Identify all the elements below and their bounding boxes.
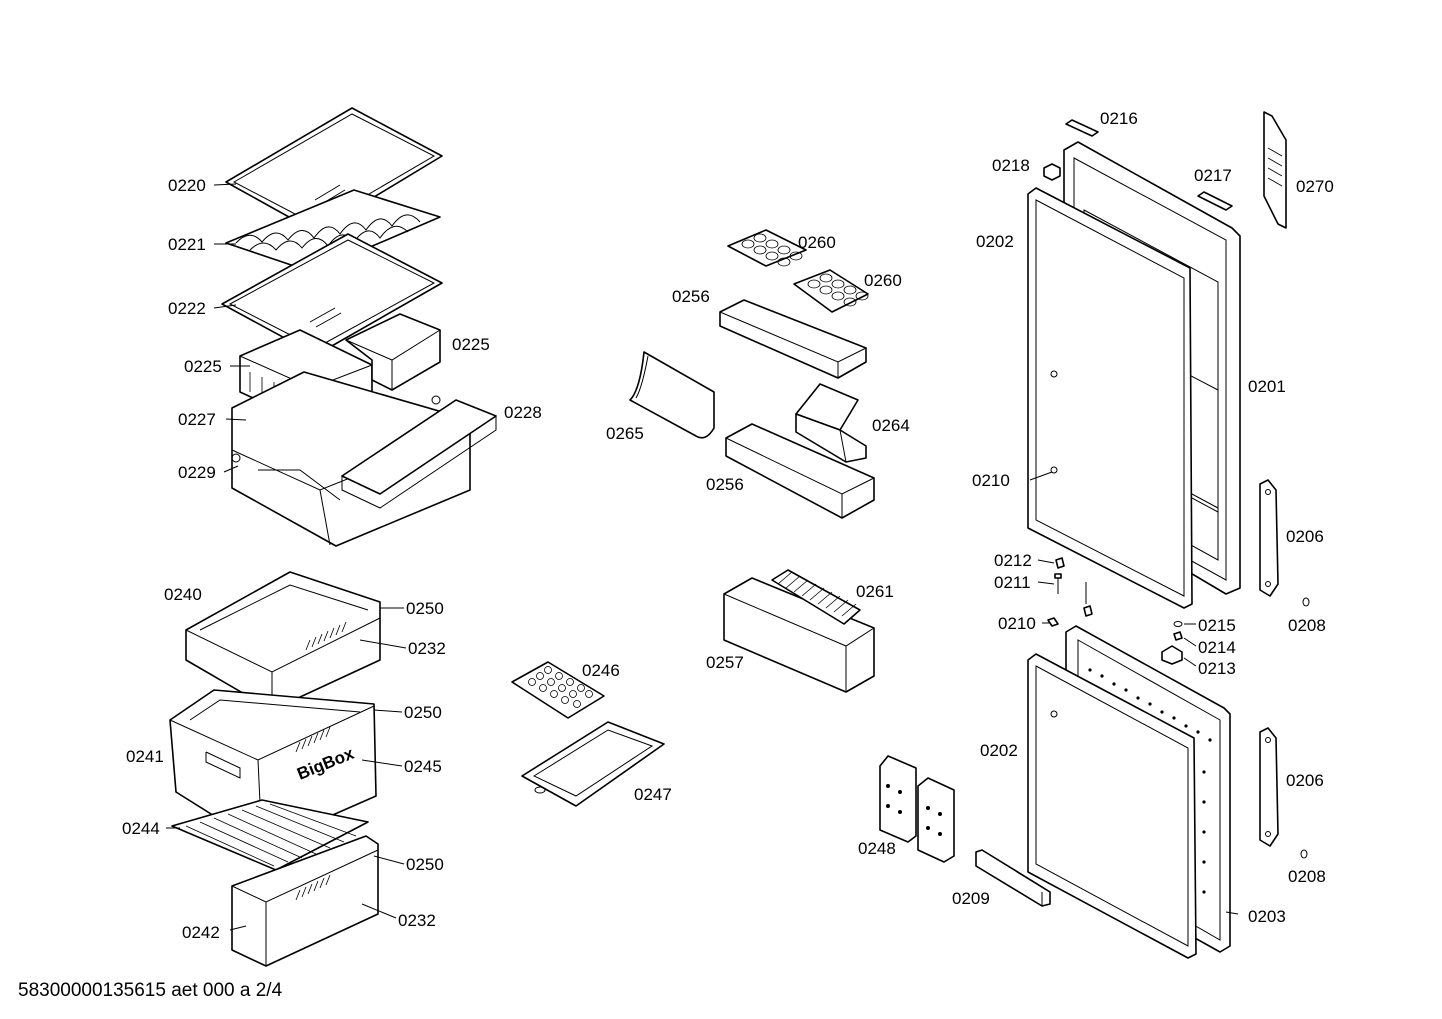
label-0214: 0214 bbox=[1198, 638, 1236, 657]
document-id: 58300000135615 aet 000 a 2/4 bbox=[18, 980, 283, 1001]
label-0216: 0216 bbox=[1100, 109, 1138, 128]
label-0225-left: 0225 bbox=[184, 357, 222, 376]
label-0210-a: 0210 bbox=[972, 471, 1010, 490]
part-0245-bigbox-drawer: BigBox bbox=[169, 689, 377, 847]
leader-lines bbox=[166, 183, 1239, 931]
label-0213: 0213 bbox=[1198, 659, 1236, 678]
label-0229: 0229 bbox=[178, 463, 216, 482]
label-0203: 0203 bbox=[1248, 907, 1286, 926]
label-0256-a: 0256 bbox=[672, 287, 710, 306]
label-0212: 0212 bbox=[994, 551, 1032, 570]
label-0208-b: 0208 bbox=[1288, 867, 1326, 886]
label-0221: 0221 bbox=[168, 235, 206, 254]
label-0270: 0270 bbox=[1296, 177, 1334, 196]
part-0202-door-gasket-upper bbox=[1027, 187, 1193, 609]
label-0227: 0227 bbox=[178, 410, 216, 429]
label-0247: 0247 bbox=[634, 785, 672, 804]
part-0216-0217-0218-trims bbox=[1043, 119, 1233, 211]
label-0217: 0217 bbox=[1194, 166, 1232, 185]
label-0248: 0248 bbox=[858, 839, 896, 858]
label-0220: 0220 bbox=[168, 176, 206, 195]
part-0256-door-shelf-lower bbox=[725, 423, 875, 519]
part-0270-hinge-cover bbox=[1263, 111, 1287, 229]
label-0215: 0215 bbox=[1198, 616, 1236, 635]
label-0246: 0246 bbox=[582, 661, 620, 680]
part-0232-lower-drawer bbox=[231, 835, 379, 967]
label-0260-b: 0260 bbox=[864, 271, 902, 290]
label-0256-b: 0256 bbox=[706, 475, 744, 494]
label-0206-b: 0206 bbox=[1286, 771, 1324, 790]
part-0232-upper-drawer bbox=[185, 571, 381, 711]
label-0218: 0218 bbox=[992, 156, 1030, 175]
label-0264: 0264 bbox=[872, 416, 910, 435]
part-0244-wire-shelf bbox=[171, 799, 369, 871]
part-0256-door-shelf-upper bbox=[719, 299, 867, 379]
part-labels: 0220 0221 0222 0225 0225 0227 0228 0229 … bbox=[122, 109, 1334, 942]
label-0225-right: 0225 bbox=[452, 335, 490, 354]
part-0265-divider bbox=[629, 351, 715, 439]
label-0209: 0209 bbox=[952, 889, 990, 908]
label-0201: 0201 bbox=[1248, 377, 1286, 396]
label-0206-a: 0206 bbox=[1286, 527, 1324, 546]
label-0211: 0211 bbox=[994, 573, 1031, 592]
part-0222-glass-shelf bbox=[221, 233, 443, 356]
part-0210-0215-hinge-hardware bbox=[1047, 557, 1183, 665]
label-0260-a: 0260 bbox=[798, 233, 836, 252]
label-0232-b: 0232 bbox=[398, 911, 436, 930]
label-0250-c: 0250 bbox=[406, 855, 444, 874]
label-0202-a: 0202 bbox=[976, 232, 1014, 251]
label-0210-b: 0210 bbox=[998, 614, 1036, 633]
part-0264-small-compartment bbox=[795, 383, 867, 463]
label-0257: 0257 bbox=[706, 653, 744, 672]
label-0245: 0245 bbox=[404, 757, 442, 776]
label-0222: 0222 bbox=[168, 299, 206, 318]
label-0244: 0244 bbox=[122, 819, 160, 838]
label-0240: 0240 bbox=[164, 585, 202, 604]
part-0208-caps bbox=[1300, 597, 1310, 859]
part-0248-cool-packs bbox=[879, 755, 955, 863]
label-0250-a: 0250 bbox=[406, 599, 444, 618]
label-0202-b: 0202 bbox=[980, 741, 1018, 760]
part-0260-egg-trays bbox=[727, 229, 869, 313]
part-0246-ice-cube-tray bbox=[511, 661, 665, 807]
label-0208-a: 0208 bbox=[1288, 616, 1326, 635]
label-0261: 0261 bbox=[856, 582, 894, 601]
label-0228: 0228 bbox=[504, 403, 542, 422]
label-0250-b: 0250 bbox=[404, 703, 442, 722]
part-0206-lower-handle bbox=[1259, 727, 1279, 847]
part-0206-upper-handle bbox=[1259, 479, 1279, 597]
part-0261-0257-bottle-shelf bbox=[723, 569, 875, 693]
part-0227-0229-crisper-frame bbox=[231, 371, 497, 547]
part-0209-plinth-strip bbox=[975, 849, 1051, 907]
part-0202-door-gasket-lower bbox=[1027, 653, 1197, 959]
part-0220-glass-shelf bbox=[225, 107, 443, 233]
label-0232-a: 0232 bbox=[408, 639, 446, 658]
label-0242: 0242 bbox=[182, 923, 220, 942]
label-0265: 0265 bbox=[606, 424, 644, 443]
label-0241: 0241 bbox=[126, 747, 164, 766]
